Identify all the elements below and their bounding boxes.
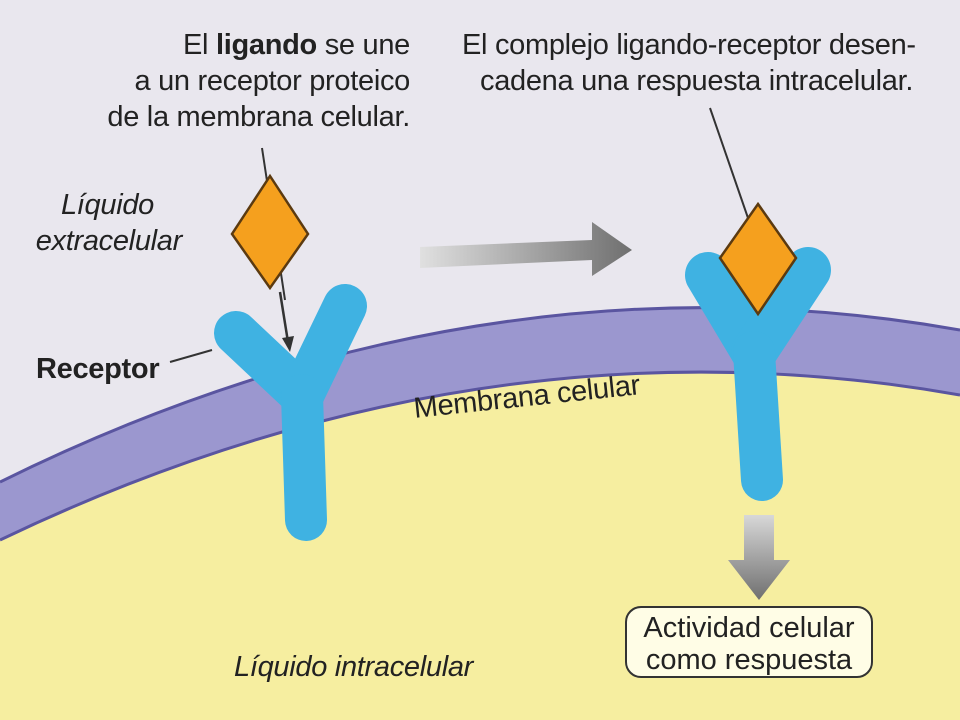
receptor-left <box>214 284 367 541</box>
ligand-free <box>230 173 310 291</box>
response-arrow-down <box>728 515 790 600</box>
response-box: Actividad celular como respuesta <box>625 606 873 678</box>
binding-arrow <box>278 291 290 343</box>
binding-arrow-head <box>282 336 294 352</box>
membrane-inner-edge <box>0 370 960 542</box>
caption-left-line-3: de la membrana celular. <box>107 101 410 133</box>
cell-membrane <box>0 307 960 540</box>
receptor-right <box>685 247 831 501</box>
complex-leader-line <box>709 107 749 219</box>
response-line-1: Actividad celular <box>643 612 855 644</box>
membrane-outer-edge <box>0 306 960 484</box>
extracellular-label-1: Líquido <box>60 189 154 221</box>
response-line-2: como respuesta <box>645 644 853 676</box>
receptor-leader-line <box>169 349 213 363</box>
process-arrow-right <box>420 222 632 276</box>
caption-left-line-1: El ligando se une <box>110 28 410 62</box>
caption-left-line-2: a un receptor proteico <box>134 65 410 97</box>
caption-right-line-1: El complejo ligando-receptor desen- <box>462 29 916 61</box>
extracellular-label-2: extracelular <box>35 225 183 257</box>
caption-left-text-bold: ligando <box>215 29 317 61</box>
intracellular-label: Líquido intracelular <box>234 651 474 683</box>
caption-right-line-2: cadena una respuesta intracelular. <box>480 65 914 97</box>
ligand-bound <box>718 201 798 317</box>
caption-left-text-pre: El <box>183 29 216 61</box>
receptor-label: Receptor <box>36 353 160 385</box>
caption-left-text-post: se une <box>316 29 411 61</box>
